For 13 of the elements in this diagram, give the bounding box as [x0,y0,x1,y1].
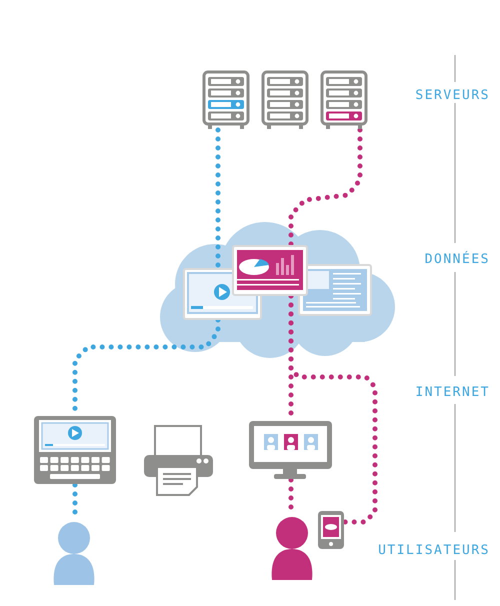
printer-icon [143,425,214,497]
smartphone-icon [317,510,345,550]
monitor-icon [248,420,333,480]
server-icon [320,70,368,130]
server-icon [261,70,309,130]
chart-window-icon [232,245,308,296]
server-icon [202,70,250,130]
dotted-connector [216,128,220,270]
laptop-icon [33,415,117,485]
dotted-connector [288,128,362,248]
document-window-icon [298,264,372,316]
layer-label: SERVEURS [415,88,490,103]
dotted-connector [288,294,378,524]
